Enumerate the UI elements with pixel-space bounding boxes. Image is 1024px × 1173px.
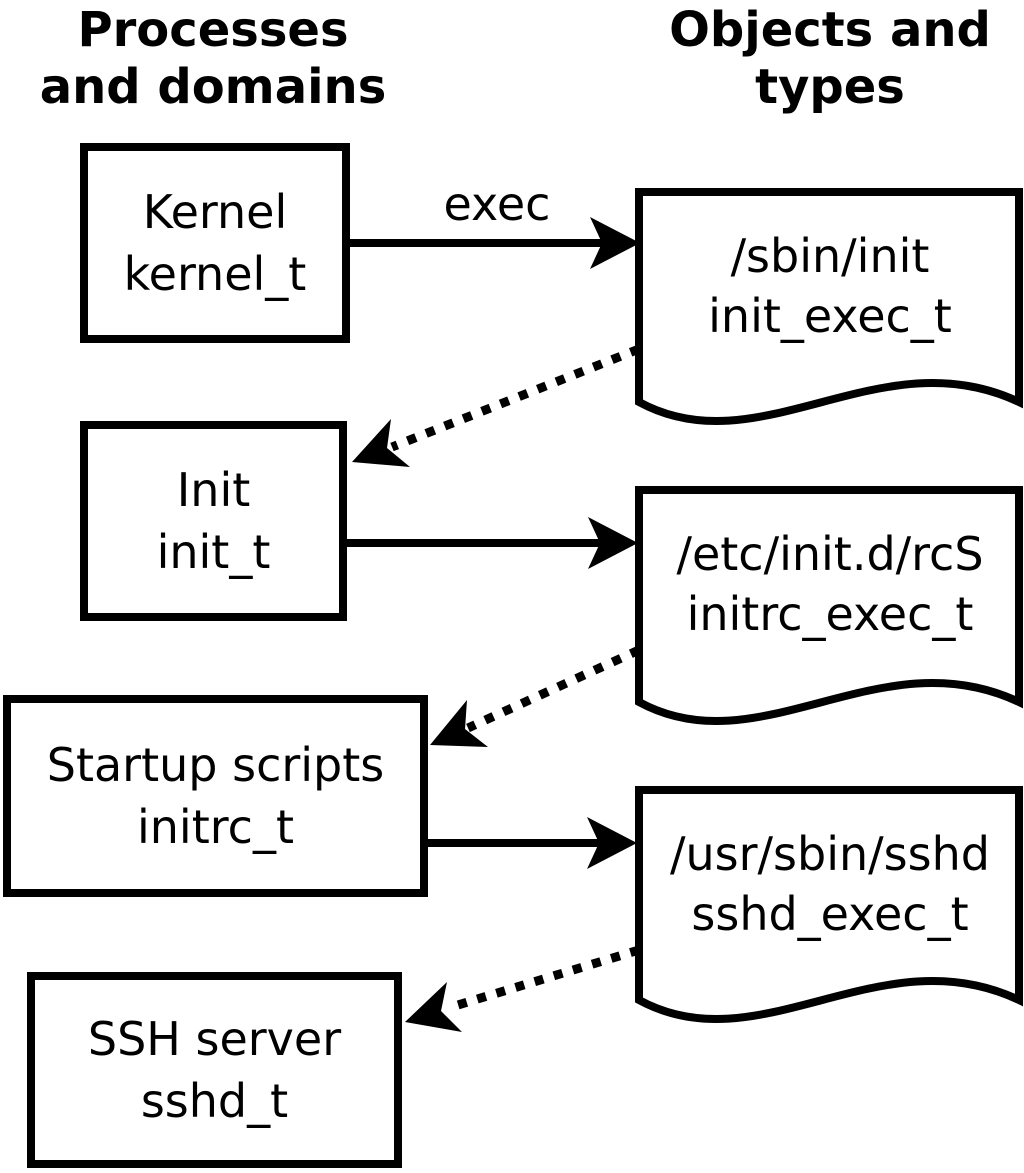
column-header-objects-and-types: Objects and types bbox=[635, 2, 1024, 116]
domain-type: initrc_t bbox=[137, 800, 294, 854]
document-shape-usr-sbin-sshd bbox=[635, 786, 1023, 1023]
domain-type: sshd_t bbox=[140, 1074, 289, 1128]
transition-arrow-sshd-to-sshserver bbox=[405, 945, 641, 1032]
domain-type: init_t bbox=[156, 525, 271, 579]
arrowhead bbox=[587, 817, 637, 869]
process-box-kernel: Kernel kernel_t bbox=[80, 143, 350, 343]
domain-type: kernel_t bbox=[123, 247, 307, 301]
transition-arrow-sbin-init-to-init bbox=[352, 344, 641, 467]
header-line: Processes bbox=[77, 2, 349, 58]
process-name: Kernel bbox=[142, 185, 288, 239]
exec-edge-label: exec bbox=[443, 177, 551, 231]
exec-arrow-init-to-etc-initd-rcs bbox=[347, 517, 638, 569]
arrowhead bbox=[588, 517, 638, 569]
process-box-startup-scripts: Startup scripts initrc_t bbox=[3, 695, 428, 897]
header-line: types bbox=[755, 59, 905, 115]
process-box-init: Init init_t bbox=[80, 421, 347, 621]
arrowhead bbox=[405, 982, 462, 1032]
process-box-ssh-server: SSH server sshd_t bbox=[27, 972, 402, 1168]
arrowhead bbox=[430, 700, 488, 747]
document-shape-etc-initd-rcs bbox=[635, 486, 1023, 725]
document-shape-sbin-init bbox=[635, 188, 1023, 425]
exec-arrow-kernel-to-sbin-init bbox=[350, 217, 640, 269]
arrowhead bbox=[352, 419, 410, 467]
arrowhead bbox=[590, 217, 640, 269]
column-header-processes-and-domains: Processes and domains bbox=[18, 2, 408, 116]
exec-arrow-initrc-to-usr-sbin-sshd bbox=[428, 817, 637, 869]
transition-arrow-rcs-to-initrc bbox=[430, 645, 641, 747]
process-name: Startup scripts bbox=[46, 738, 385, 792]
header-line: and domains bbox=[39, 59, 387, 115]
process-name: Init bbox=[176, 463, 251, 517]
header-line: Objects and bbox=[669, 2, 991, 58]
process-name: SSH server bbox=[87, 1012, 342, 1066]
